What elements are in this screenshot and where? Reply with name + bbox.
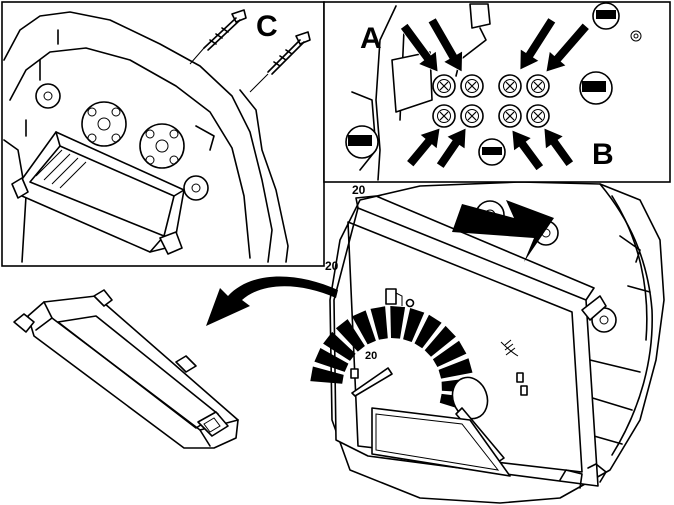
inset-bulb-sockets-ab: A B 20 [323,1,671,197]
gauge-scale-label: 20 [365,350,377,362]
fuel-bar [335,319,365,352]
coolant-temperature-icon [500,339,519,357]
fuel-bar [352,310,376,345]
inset-screw-removal-c: C [1,1,325,267]
fuel-bar [403,308,425,342]
bulb-socket-icon [432,104,456,128]
inset-scale-label: 20 [352,183,366,197]
pointer-arrow-icon [405,127,441,168]
fuel-bar [370,306,388,340]
bulb-socket-icon [460,104,484,128]
bulb-holder-icon [478,138,506,166]
bulb-socket-icon [432,74,456,98]
pointer-arrow-icon [399,22,439,73]
fuel-bar [414,314,442,349]
callout-label-a: A [360,22,382,55]
fuel-bar [323,331,356,361]
socket-grid [432,74,550,128]
fuel-bar [390,306,406,339]
bulb-socket-icon [498,104,522,128]
callout-label-c: C [256,10,278,43]
bulb-socket-icon [526,74,550,98]
bulb-holder-icon [579,71,613,105]
removal-direction-arrow [452,200,554,262]
fuel-bar [424,325,456,357]
temperature-scale-marks [516,372,528,396]
fuel-bar [310,366,344,384]
fuel-bar [432,340,467,367]
fuel-bar [438,358,473,379]
main-cluster-view: 20 20 [310,181,665,504]
pointer-arrows [399,17,590,172]
bulb-holder-icon [592,2,620,30]
screw-icon [267,31,311,75]
display-module-part-d [13,289,239,449]
bulb-holder-icon [345,125,379,159]
main-scale-label: 20 [325,259,339,273]
removal-arrow-icon [206,276,338,326]
pointer-arrow-icon [427,17,463,73]
pointer-arrow-icon [545,22,590,73]
pointer-arrow-icon [511,129,545,172]
pointer-arrow-icon [435,127,467,170]
callout-label-b: B [592,138,614,171]
screw-icon [203,9,247,51]
pointer-arrow-icon [519,17,557,71]
fuel-level-bars [310,306,474,413]
fuel-bar [314,348,349,372]
fuel-pump-icon [385,288,403,306]
bulb-socket-icon [460,74,484,98]
bulb-socket-icon [498,74,522,98]
pointer-arrow-icon [543,127,575,168]
bulb-socket-icon [526,104,550,128]
